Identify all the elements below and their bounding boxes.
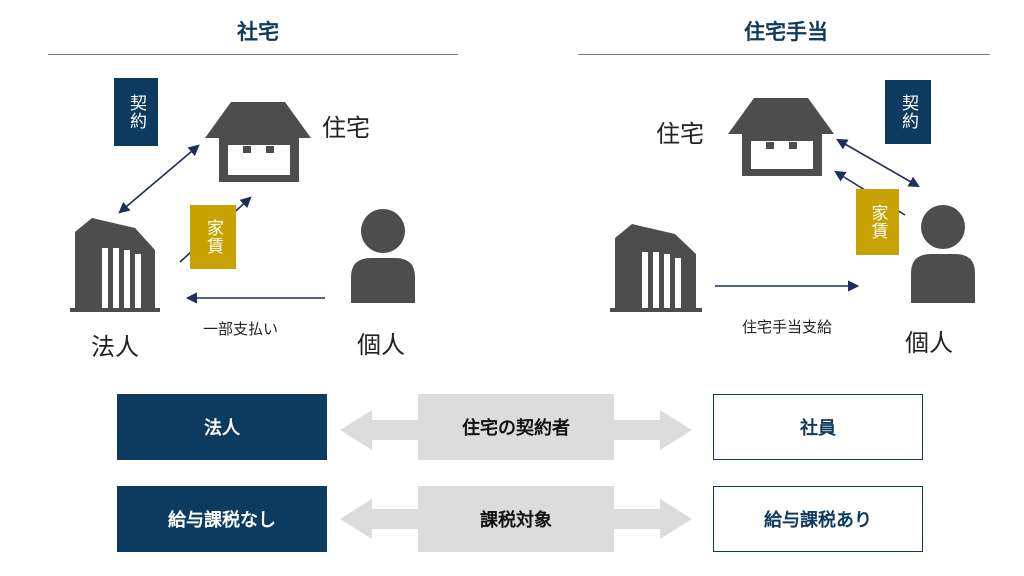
corp-label: 法人 <box>91 333 139 361</box>
house-label: 住宅 <box>322 114 370 142</box>
contract-arrow <box>118 144 200 214</box>
rent-tag: 家賃 <box>190 205 236 269</box>
building-icon <box>610 224 702 312</box>
allowance-label: 住宅手当支給 <box>742 318 833 336</box>
person-label: 個人 <box>905 329 953 357</box>
person-icon <box>351 209 415 303</box>
row2-left-box: 給与課税なし <box>117 486 327 552</box>
left-panel-title: 社宅 <box>237 20 279 44</box>
right-title-divider <box>578 54 990 55</box>
person-label: 個人 <box>357 331 405 359</box>
contract-tag: 契約 <box>114 78 158 146</box>
person-icon <box>911 205 975 303</box>
rent-tag: 家賃 <box>856 189 899 255</box>
row1-center-box: 住宅の契約者 <box>418 394 614 460</box>
left-title-divider <box>48 54 458 55</box>
house-icon <box>728 98 834 176</box>
row1-right-box: 社員 <box>713 394 923 460</box>
contract-tag: 契約 <box>885 80 931 144</box>
row1-left-box: 法人 <box>117 394 327 460</box>
row2-center-box: 課税対象 <box>418 486 614 552</box>
payment-label: 一部支払い <box>203 320 279 338</box>
comparison-arrow-row1 <box>340 410 692 450</box>
right-panel-title: 住宅手当 <box>744 20 828 44</box>
building-icon <box>70 218 160 312</box>
row2-right-box: 給与課税あり <box>713 486 923 552</box>
comparison-arrow-row2 <box>340 499 692 539</box>
house-label: 住宅 <box>656 120 704 148</box>
house-icon <box>205 102 311 182</box>
contract-arrow <box>836 138 920 188</box>
